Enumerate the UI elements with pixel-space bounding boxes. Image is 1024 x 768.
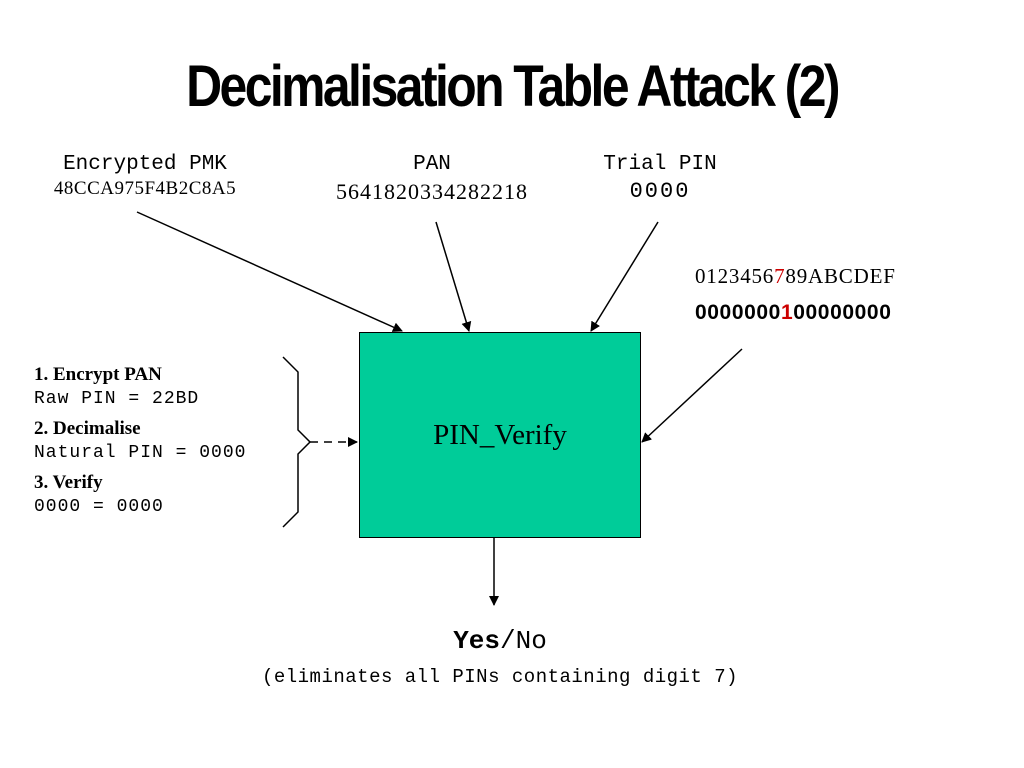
hex-digits-after: 89ABCDEF (785, 264, 896, 288)
pin-verify-label: PIN_Verify (433, 418, 567, 451)
trial-pin-label: Trial PIN (603, 153, 717, 176)
result-no: /No (500, 626, 547, 656)
pan-arrow (435, 221, 472, 332)
hex-digits-row: 0123456789ABCDEF (695, 264, 896, 289)
result-note: (eliminates all PINs containing digit 7) (261, 666, 739, 688)
decimal-digit-highlight: 1 (780, 301, 794, 324)
step-1-heading: 1. Encrypt PAN (34, 364, 162, 385)
trial-pin-block: Trial PIN 0000 (580, 153, 740, 207)
trial-pin-arrow (590, 221, 659, 332)
pmk-block: Encrypted PMK 48CCA975F4B2C8A5 (20, 153, 270, 201)
pan-block: PAN 5641820334282218 (302, 153, 562, 207)
step-2-value: Natural PIN = 0000 (34, 443, 247, 463)
decimal-digits-after: 00000000 (793, 301, 892, 324)
pin-verify-box: PIN_Verify (359, 332, 641, 538)
pmk-value: 48CCA975F4B2C8A5 (53, 178, 237, 199)
result-line: Yes/No (0, 626, 1000, 656)
step-2: 2. Decimalise Natural PIN = 0000 (34, 417, 246, 465)
step-3: 3. Verify 0000 = 0000 (34, 471, 246, 519)
pan-value: 5641820334282218 (336, 179, 528, 204)
steps-brace (282, 356, 312, 528)
step-1: 1. Encrypt PAN Raw PIN = 22BD (34, 363, 246, 411)
decimal-table-row: 0000000100000000 (695, 301, 891, 325)
step-2-heading: 2. Decimalise (34, 418, 141, 439)
step-1-value: Raw PIN = 22BD (34, 389, 200, 409)
hex-digits-before: 0123456 (695, 264, 775, 288)
dectable-arrow (641, 348, 743, 443)
hex-digit-highlight: 7 (774, 264, 786, 288)
decimal-digits-before: 0000000 (695, 301, 781, 324)
step-3-value: 0000 = 0000 (34, 497, 164, 517)
pmk-label: Encrypted PMK (63, 153, 227, 176)
pmk-arrow (136, 211, 403, 332)
pan-label: PAN (413, 153, 451, 176)
step-3-heading: 3. Verify (34, 472, 103, 493)
result-yes: Yes (453, 626, 500, 656)
steps-list: 1. Encrypt PAN Raw PIN = 22BD 2. Decimal… (34, 363, 246, 519)
slide-title: Decimalisation Table Attack (2) (186, 54, 840, 119)
trial-pin-value: 0000 (629, 179, 691, 204)
